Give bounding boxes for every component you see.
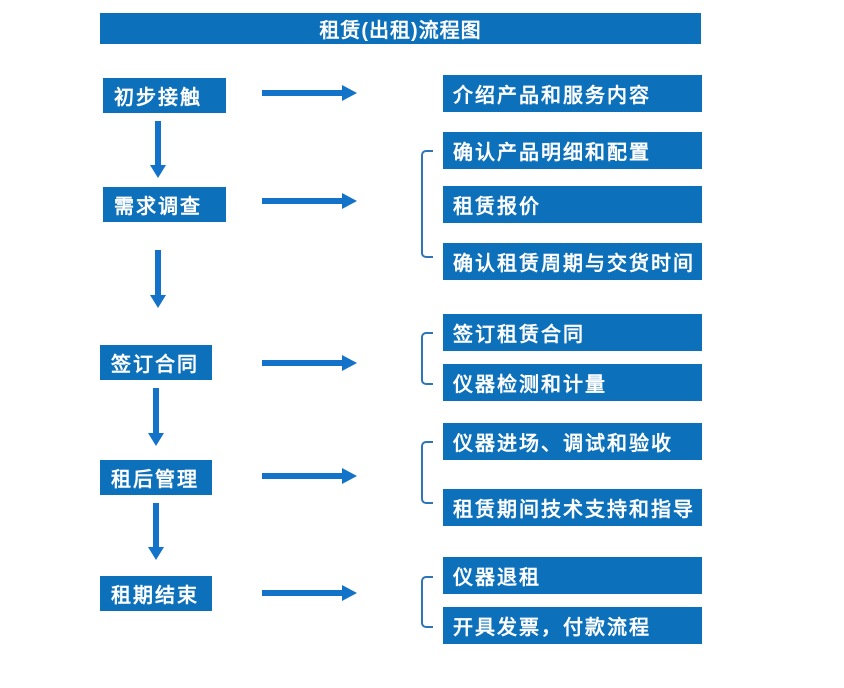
step-box-post-rental: 租后管理 [100, 460, 212, 495]
step-box-initial-contact: 初步接触 [103, 78, 226, 113]
step-box-demand-survey: 需求调查 [103, 187, 226, 222]
arrow-right-icon-3 [262, 355, 357, 371]
detail-box-instrument-setup: 仪器进场、调试和验收 [443, 423, 702, 460]
group-bracket-sign-contract [421, 332, 433, 385]
group-bracket-post-rental [421, 441, 433, 504]
arrow-right-icon-2 [262, 193, 357, 209]
arrow-right-icon-4 [262, 468, 357, 484]
group-bracket-demand-survey [421, 150, 433, 258]
detail-box-sign-rental-contract: 签订租赁合同 [443, 314, 702, 351]
detail-box-tech-support: 租赁期间技术支持和指导 [443, 489, 702, 526]
step-box-sign-contract: 签订合同 [100, 345, 212, 380]
arrow-down-icon-4 [148, 503, 164, 560]
group-bracket-rental-end [421, 576, 433, 628]
arrow-down-icon-1 [150, 121, 166, 178]
page-title: 租赁(出租)流程图 [100, 13, 701, 44]
arrow-right-icon-5 [262, 585, 357, 601]
detail-box-invoice-payment: 开具发票，付款流程 [443, 607, 702, 644]
arrow-right-icon-1 [262, 85, 357, 101]
step-box-rental-end: 租期结束 [100, 576, 212, 611]
arrow-down-icon-2 [150, 250, 166, 308]
detail-box-rental-quote: 租赁报价 [443, 186, 702, 223]
detail-box-introduce-products: 介绍产品和服务内容 [443, 75, 702, 112]
detail-box-instrument-testing: 仪器检测和计量 [443, 364, 702, 401]
detail-box-confirm-period: 确认租赁周期与交货时间 [443, 243, 702, 280]
detail-box-confirm-details: 确认产品明细和配置 [443, 132, 702, 169]
detail-box-instrument-return: 仪器退租 [443, 557, 702, 594]
arrow-down-icon-3 [148, 388, 164, 446]
